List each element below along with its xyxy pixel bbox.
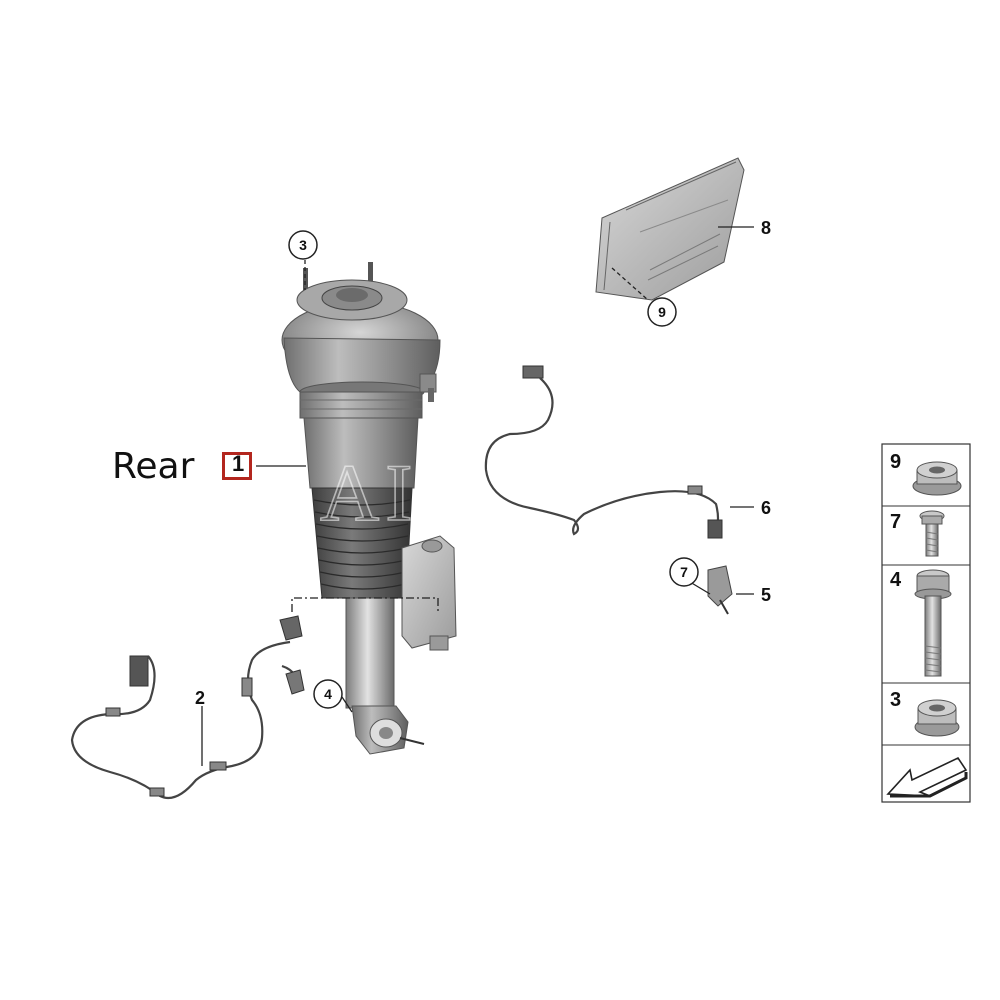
- callout-1: 1: [232, 451, 245, 476]
- rear-label: Rear: [112, 446, 195, 487]
- legend-label-4: 4: [890, 569, 902, 591]
- flange-nut-icon: [912, 461, 962, 496]
- direction-arrow-icon: [886, 756, 968, 798]
- svg-text:4: 4: [324, 686, 332, 702]
- callout-5: 5: [761, 585, 771, 605]
- flange-nut-icon: [914, 699, 960, 737]
- height-sensor: [707, 565, 733, 615]
- sensor-cable-right: [484, 365, 723, 539]
- watermark-text: AISATE: [320, 447, 638, 538]
- hardware-legend: 9 7 4 3: [881, 443, 971, 803]
- leader-lines: [201, 226, 754, 766]
- legend-label-3: 3: [890, 689, 901, 711]
- air-strut: [281, 262, 457, 755]
- bolt-icon: [919, 510, 945, 557]
- callout-6: 6: [761, 498, 771, 518]
- callout-1-highlight-box: [222, 452, 252, 480]
- callout-4: 4: [313, 679, 343, 709]
- bolt-icon: [914, 569, 952, 677]
- callout-3: 3: [288, 230, 318, 260]
- callout-7: 7: [669, 557, 699, 587]
- svg-text:9: 9: [658, 304, 666, 320]
- callout-2: 2: [195, 688, 205, 708]
- svg-text:7: 7: [680, 564, 688, 580]
- legend-label-7: 7: [890, 511, 901, 533]
- callout-9: 9: [647, 297, 677, 327]
- callout-8: 8: [761, 218, 771, 238]
- legend-label-9: 9: [890, 451, 901, 473]
- sensor-cable-left: [70, 615, 305, 800]
- svg-text:3: 3: [299, 237, 307, 253]
- control-unit: [595, 157, 745, 301]
